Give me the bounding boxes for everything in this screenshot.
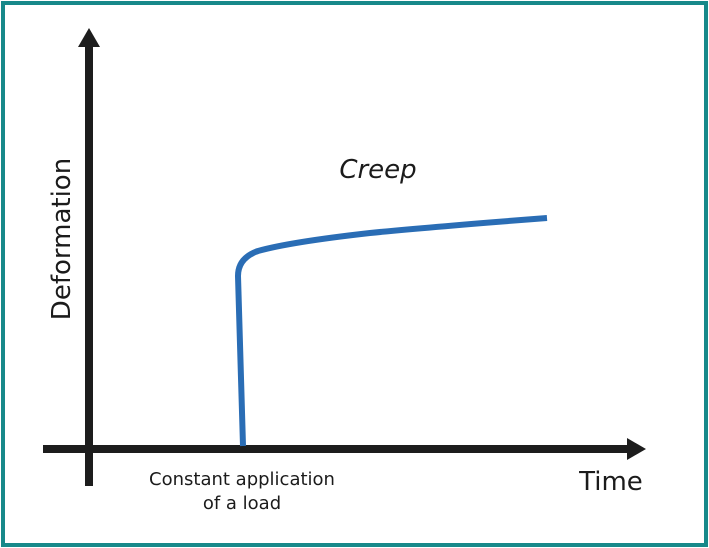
x-axis-label: Time xyxy=(578,467,643,497)
y-axis xyxy=(78,28,100,486)
load-label-line2: of a load xyxy=(203,493,281,514)
creep-label: Creep xyxy=(339,155,416,185)
x-axis xyxy=(43,438,646,460)
load-label-line1: Constant application xyxy=(149,469,335,490)
deformation-curve xyxy=(235,215,548,447)
y-axis-label: Deformation xyxy=(47,158,77,320)
y-axis-arrow-icon xyxy=(78,28,100,47)
x-axis-arrow-icon xyxy=(627,438,646,460)
